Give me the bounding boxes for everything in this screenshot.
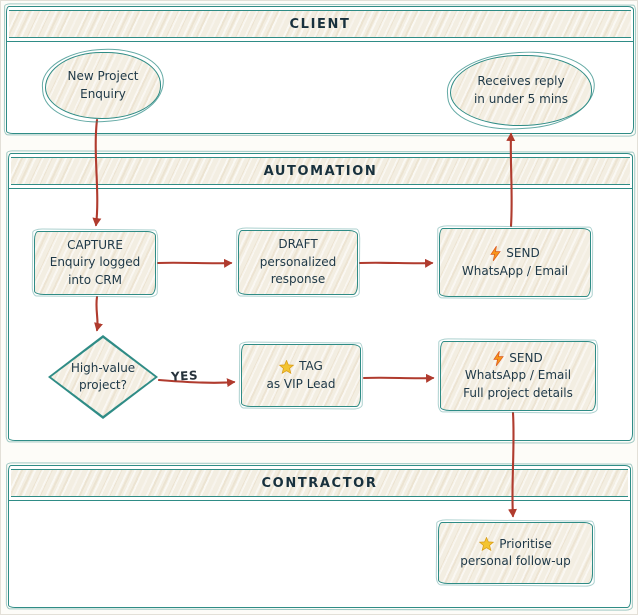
node-text: Enquiry logged [49, 255, 141, 270]
node-text: personal follow-up [460, 554, 571, 568]
node-tag-vip-lead: TAG as VIP Lead [241, 344, 361, 407]
node-text: DRAFT [278, 237, 318, 252]
node-draft-response: DRAFT personalized response [238, 230, 358, 295]
node-text: response [270, 272, 326, 287]
node-text: SEND [509, 350, 543, 365]
edge-label-yes: YES [170, 368, 199, 384]
node-text: in under 5 mins [473, 91, 569, 106]
node-text: Enquiry [80, 86, 126, 101]
lane-separator [9, 500, 630, 501]
lane-title-client: CLIENT [289, 16, 351, 32]
node-send-whatsapp-email: SEND WhatsApp / Email [439, 228, 591, 297]
node-receives-reply: Receives reply in under 5 mins [450, 55, 592, 126]
node-text: personalized [259, 254, 337, 269]
node-text: as VIP Lead [266, 376, 336, 391]
node-text: Full project details [463, 385, 573, 400]
node-text: SEND [506, 246, 540, 261]
node-text: WhatsApp / Email [464, 368, 572, 383]
node-text: TAG [299, 359, 323, 374]
lane-title-contractor: CONTRACTOR [261, 475, 378, 491]
node-prioritise-follow-up: Prioritise personal follow-up [438, 522, 593, 584]
lightning-icon [493, 351, 505, 367]
arrow-decision-to-tag [157, 378, 236, 388]
lane-separator [7, 41, 633, 42]
arrow-draft-to-send [358, 258, 434, 268]
arrow-send-details-to-prioritise [508, 411, 518, 518]
lane-title-automation: AUTOMATION [263, 163, 378, 179]
node-new-project-enquiry: New Project Enquiry [45, 52, 161, 119]
node-text: project? [78, 378, 128, 392]
star-icon [279, 359, 295, 374]
arrow-tag-to-send-details [362, 373, 435, 383]
lane-header-automation: AUTOMATION [11, 157, 630, 185]
arrow-capture-to-decision [94, 295, 103, 332]
node-text: High-value [70, 361, 136, 376]
node-text: CAPTURE [67, 237, 123, 252]
node-text: Receives reply [477, 74, 565, 89]
lane-header-contractor: CONTRACTOR [11, 469, 628, 497]
node-high-value-decision: High-value project? [48, 335, 158, 419]
node-text: New Project [67, 69, 139, 84]
star-icon [479, 537, 495, 552]
lane-header-client: CLIENT [9, 10, 631, 38]
node-text: into CRM [68, 272, 122, 287]
node-text: WhatsApp / Email [461, 263, 569, 278]
node-send-full-project-details: SEND WhatsApp / Email Full project detai… [440, 341, 596, 411]
arrow-capture-to-draft [156, 258, 233, 268]
arrow-send-to-receives-reply [506, 132, 516, 228]
lightning-icon [490, 246, 502, 262]
node-capture-enquiry: CAPTURE Enquiry logged into CRM [34, 231, 156, 295]
arrow-enquiry-to-capture [92, 118, 102, 227]
lane-separator [9, 188, 632, 189]
node-text: Prioritise [499, 536, 552, 551]
